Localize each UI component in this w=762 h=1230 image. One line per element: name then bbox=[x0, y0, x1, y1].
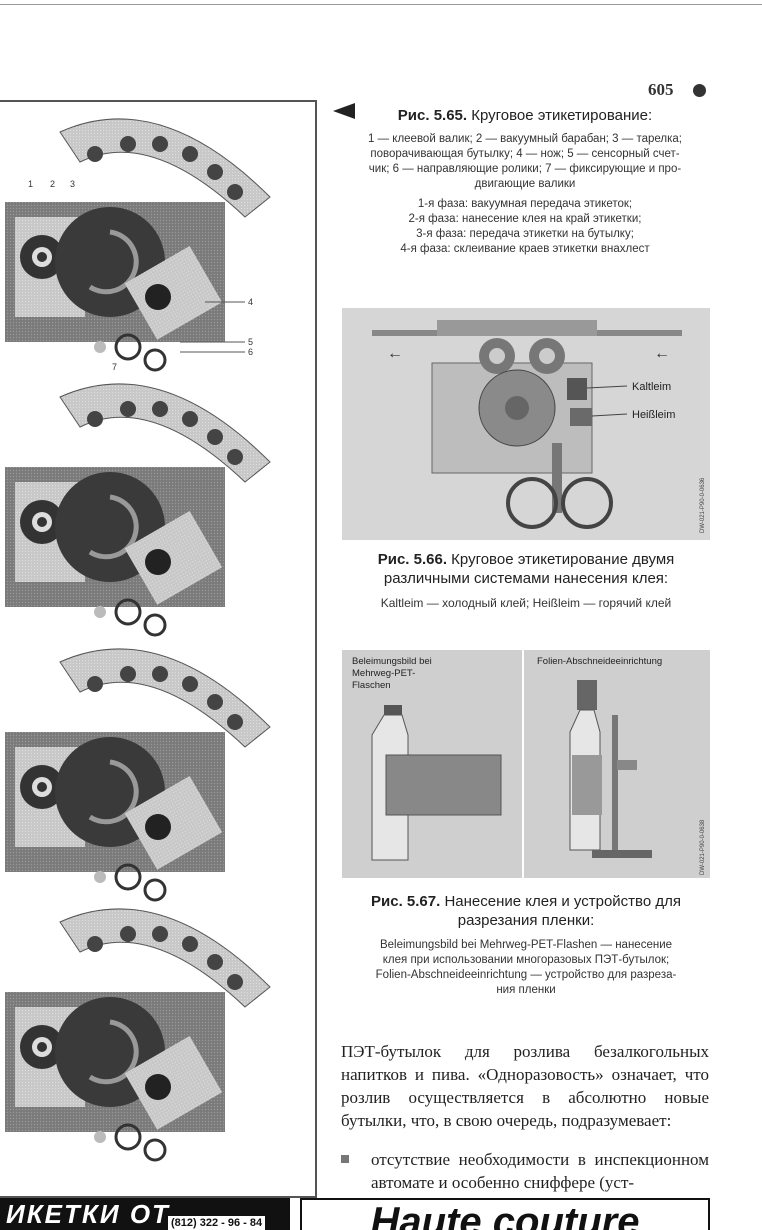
bullet-item: отсутствие необходимости в инспекционном… bbox=[371, 1148, 709, 1194]
fig67-title-text: Нанесение клея и устройство для bbox=[444, 893, 681, 910]
fig66-legend: Kaltleim — холодный клей; Heißleim — гор… bbox=[342, 596, 710, 611]
stage-3 bbox=[5, 649, 270, 900]
part-label-5: 5 bbox=[248, 337, 253, 347]
part-label-2: 2 bbox=[50, 179, 55, 189]
part-label-4: 4 bbox=[248, 297, 253, 307]
fig66-number: Рис. 5.66. bbox=[378, 551, 447, 568]
fig65-diagram-panel: 1 2 3 4 5 6 7 bbox=[0, 100, 317, 1198]
fig65-legend: 1 — клеевой валик; 2 — вакуумный барабан… bbox=[330, 132, 720, 192]
fig67-legend-line: Folien-Abschneideeinrichtung — устройств… bbox=[342, 968, 710, 983]
fig67-legend-line: клея при использовании многоразовых ПЭТ-… bbox=[342, 953, 710, 968]
arrow-left-icon: ← bbox=[387, 345, 403, 362]
fig65-legend-line: поворачивающая бутылку; 4 — нож; 5 — сен… bbox=[330, 147, 720, 162]
fig67-caption: Рис. 5.67. Нанесение клея и устройство д… bbox=[342, 892, 710, 998]
fig67-legend: Beleimungsbild bei Mehrweg-PET-Flashen —… bbox=[342, 938, 710, 998]
body-paragraph: ПЭТ-бутылок для розлива безалкогольных н… bbox=[341, 1040, 709, 1132]
fig67-number: Рис. 5.67. bbox=[371, 893, 440, 910]
footer-ad-right: Haute couture bbox=[300, 1198, 710, 1230]
fig65-legend-line: 1 — клеевой валик; 2 — вакуумный барабан… bbox=[330, 132, 720, 147]
fig66-title-text: Круговое этикетирование двумя bbox=[451, 551, 674, 568]
fig66-image: ← ← Kaltleim Heißleim DW-021-P90-0-0636 bbox=[342, 308, 710, 540]
part-label-7: 7 bbox=[112, 362, 117, 372]
label-kaltleim: Kaltleim bbox=[632, 381, 671, 393]
fig66-caption: Рис. 5.66. Круговое этикетирование двумя… bbox=[342, 550, 710, 611]
figure-code: DW-021-P90-0-0638 bbox=[700, 819, 706, 875]
part-label-1: 1 bbox=[28, 179, 33, 189]
labeling-stages-illustration: 1 2 3 4 5 6 7 bbox=[0, 102, 315, 1198]
bottle-glue-drawing: DW-021-P90-0-0638 bbox=[342, 650, 710, 878]
figure-code: DW-021-P90-0-0636 bbox=[700, 477, 706, 533]
fig65-number: Рис. 5.65. bbox=[398, 107, 467, 124]
fig66-title: Рис. 5.66. Круговое этикетирование двумя bbox=[342, 550, 710, 569]
arrow-left-icon: ← bbox=[654, 345, 670, 362]
fig65-phase-line: 1-я фаза: вакуумная передача этикеток; bbox=[330, 197, 720, 212]
footer-ad-phone: (812) 322 - 96 - 84 bbox=[168, 1216, 265, 1230]
fig65-legend-line: двигающие валики bbox=[330, 177, 720, 192]
stage-2 bbox=[5, 384, 270, 635]
bullet-square-icon bbox=[341, 1155, 349, 1163]
fig67-legend-line: ния пленки bbox=[342, 983, 710, 998]
dual-glue-labeler-drawing: ← ← Kaltleim Heißleim DW-021-P90-0-0636 bbox=[342, 308, 710, 540]
fig65-phase-line: 2-я фаза: нанесение клея на край этикетк… bbox=[330, 212, 720, 227]
fig66-title-text: различными системами нанесения клея: bbox=[342, 569, 710, 588]
fig67-title: Рис. 5.67. Нанесение клея и устройство д… bbox=[342, 892, 710, 911]
page-number: 605 bbox=[648, 80, 674, 100]
stage-1: 1 2 3 4 5 6 7 bbox=[5, 119, 270, 372]
fig65-title: Рис. 5.65. Круговое этикетирование: bbox=[330, 106, 720, 125]
part-label-6: 6 bbox=[248, 347, 253, 357]
page-marker-icon bbox=[693, 84, 706, 97]
fig67-title-text: разрезания пленки: bbox=[342, 911, 710, 930]
fig65-title-text: Круговое этикетирование: bbox=[471, 107, 652, 124]
footer-ad-left-text: ИКЕТКИ ОТ bbox=[6, 1199, 170, 1229]
stage-4 bbox=[5, 909, 270, 1160]
fig67-image: Beleimungsbild bei Mehrweg-PET- Flaschen… bbox=[342, 650, 710, 878]
label-heissleim: Heißleim bbox=[632, 409, 675, 421]
fig65-caption: Рис. 5.65. Круговое этикетирование: 1 — … bbox=[330, 106, 720, 257]
fig67-legend-line: Beleimungsbild bei Mehrweg-PET-Flashen —… bbox=[342, 938, 710, 953]
top-rule bbox=[0, 4, 762, 5]
fig65-phase-line: 3-я фаза: передача этикетки на бутылку; bbox=[330, 227, 720, 242]
fig65-phases: 1-я фаза: вакуумная передача этикеток; 2… bbox=[330, 197, 720, 257]
part-label-3: 3 bbox=[70, 179, 75, 189]
fig65-legend-line: чик; 6 — направляющие ролики; 7 — фиксир… bbox=[330, 162, 720, 177]
fig65-phase-line: 4-я фаза: склеивание краев этикетки внах… bbox=[330, 242, 720, 257]
